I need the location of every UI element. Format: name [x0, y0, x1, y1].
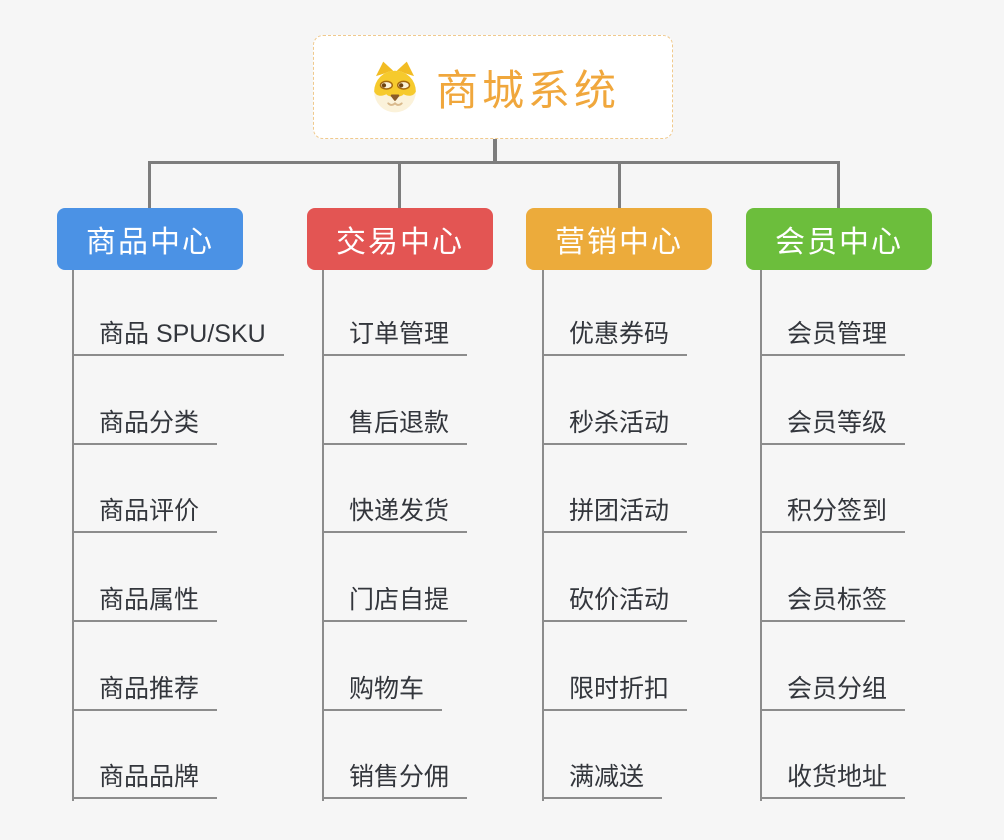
branch-node-trade[interactable]: 交易中心 [307, 208, 493, 270]
branch-spine [542, 270, 544, 801]
root-node[interactable]: 商城系统 [313, 35, 673, 139]
leaf-node[interactable]: 商品评价 [72, 489, 218, 533]
root-title: 商城系统 [435, 66, 620, 114]
branch-column-member: 会员管理 会员等级 积分签到 会员标签 会员分组 收货地址 [760, 270, 990, 802]
leaf-node[interactable]: 售后退款 [322, 401, 468, 445]
leaf-node[interactable]: 商品 SPU/SKU [72, 312, 284, 356]
doge-face-icon [374, 61, 416, 113]
leaf-node[interactable]: 限时折扣 [542, 667, 688, 711]
leaf-node[interactable]: 购物车 [322, 667, 443, 711]
leaf-node[interactable]: 会员管理 [760, 312, 906, 356]
connector-stub-branch-3 [837, 164, 840, 208]
leaf-node[interactable]: 满减送 [542, 755, 663, 799]
leaf-node[interactable]: 会员标签 [760, 578, 906, 622]
leaf-node[interactable]: 优惠券码 [542, 312, 688, 356]
connector-root-stub [493, 139, 497, 164]
leaf-node[interactable]: 商品品牌 [72, 755, 218, 799]
branch-spine [760, 270, 762, 801]
leaf-node[interactable]: 拼团活动 [542, 489, 688, 533]
leaf-node[interactable]: 砍价活动 [542, 578, 688, 622]
leaf-node[interactable]: 会员等级 [760, 401, 906, 445]
branch-column-marketing: 优惠券码 秒杀活动 拼团活动 砍价活动 限时折扣 满减送 [542, 270, 772, 802]
leaf-node[interactable]: 秒杀活动 [542, 401, 688, 445]
leaf-node[interactable]: 快递发货 [322, 489, 468, 533]
connector-stub-branch-0 [148, 164, 151, 208]
leaf-node[interactable]: 积分签到 [760, 489, 906, 533]
leaf-node[interactable]: 会员分组 [760, 667, 906, 711]
branch-column-trade: 订单管理 售后退款 快递发货 门店自提 购物车 销售分佣 [322, 270, 552, 802]
branch-column-product: 商品 SPU/SKU 商品分类 商品评价 商品属性 商品推荐 商品品牌 [72, 270, 302, 802]
leaf-node[interactable]: 商品分类 [72, 401, 218, 445]
branch-node-marketing[interactable]: 营销中心 [526, 208, 712, 270]
leaf-node[interactable]: 商品属性 [72, 578, 218, 622]
branch-node-member[interactable]: 会员中心 [746, 208, 932, 270]
branch-spine [322, 270, 324, 801]
leaf-node[interactable]: 门店自提 [322, 578, 468, 622]
leaf-node[interactable]: 收货地址 [760, 755, 906, 799]
branch-spine [72, 270, 74, 801]
connector-stub-branch-1 [398, 164, 401, 208]
leaf-node[interactable]: 商品推荐 [72, 667, 218, 711]
connector-horizontal [148, 161, 840, 164]
connector-stub-branch-2 [618, 164, 621, 208]
leaf-node[interactable]: 销售分佣 [322, 755, 468, 799]
branch-node-product[interactable]: 商品中心 [57, 208, 243, 270]
leaf-node[interactable]: 订单管理 [322, 312, 468, 356]
